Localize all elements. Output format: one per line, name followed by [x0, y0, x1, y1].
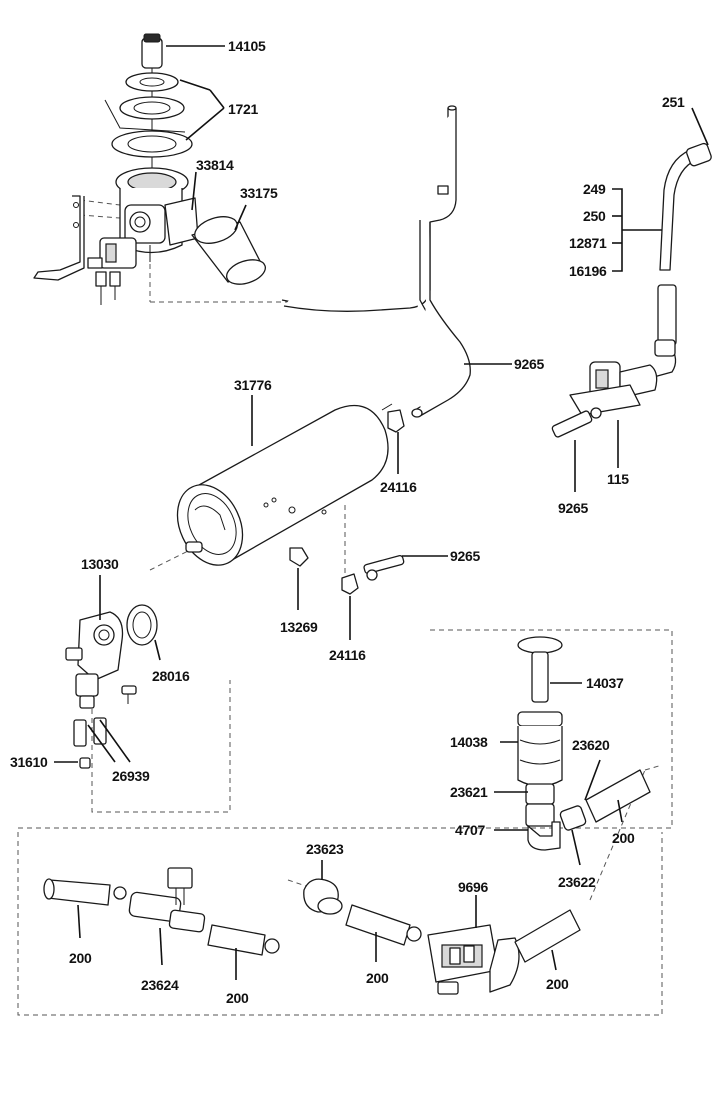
knob-part [141, 33, 163, 180]
label-200-right: 200 [546, 976, 569, 992]
label-200-center: 200 [366, 970, 389, 986]
label-23623: 23623 [306, 841, 344, 857]
label-26939: 26939 [112, 768, 150, 784]
label-23620: 23620 [572, 737, 610, 753]
label-249: 249 [583, 181, 606, 197]
label-9265-right: 9265 [558, 500, 588, 516]
label-23622: 23622 [558, 874, 596, 890]
label-200-bottom: 200 [226, 990, 249, 1006]
label-24116-bottom: 24116 [329, 647, 366, 663]
label-14038: 14038 [450, 734, 488, 750]
label-115: 115 [607, 471, 629, 487]
label-23624: 23624 [141, 977, 179, 993]
label-28016: 28016 [152, 668, 190, 684]
label-23621: 23621 [450, 784, 488, 800]
label-31776: 31776 [234, 377, 272, 393]
label-33814: 33814 [196, 157, 234, 173]
label-200-left: 200 [69, 950, 92, 966]
label-200-filter: 200 [612, 830, 635, 846]
tank-fittings [289, 403, 405, 595]
sensor-valve-part [87, 237, 137, 305]
burner-head-assembly [33, 33, 266, 305]
valve-body-part [115, 167, 199, 262]
flue-tube [281, 105, 471, 418]
label-13030: 13030 [81, 556, 119, 572]
label-12871: 12871 [569, 235, 607, 251]
label-9265-top: 9265 [514, 356, 544, 372]
water-tank [176, 404, 389, 566]
label-250: 250 [583, 208, 606, 224]
pump-assembly [65, 604, 158, 769]
gasket-rings [104, 72, 193, 158]
label-9265-mid: 9265 [450, 548, 480, 564]
bottom-hose-line [43, 867, 581, 995]
label-1721: 1721 [228, 101, 258, 117]
label-251: 251 [662, 94, 685, 110]
label-33175: 33175 [240, 185, 278, 201]
label-31610: 31610 [10, 754, 48, 770]
sleeve-tube-part [191, 216, 266, 285]
hose-assembly [551, 142, 712, 438]
label-24116-top: 24116 [380, 479, 417, 495]
label-14105: 14105 [228, 38, 266, 54]
label-4707: 4707 [455, 822, 485, 838]
mounting-bracket [33, 195, 85, 281]
label-13269: 13269 [280, 619, 318, 635]
label-16196: 16196 [569, 263, 607, 279]
label-14037: 14037 [586, 675, 624, 691]
filter-assembly [517, 636, 651, 851]
leader-lines [54, 45, 709, 980]
label-9696: 9696 [458, 879, 488, 895]
part-labels: 14105 1721 33814 33175 251 249 250 12871… [10, 38, 685, 1006]
